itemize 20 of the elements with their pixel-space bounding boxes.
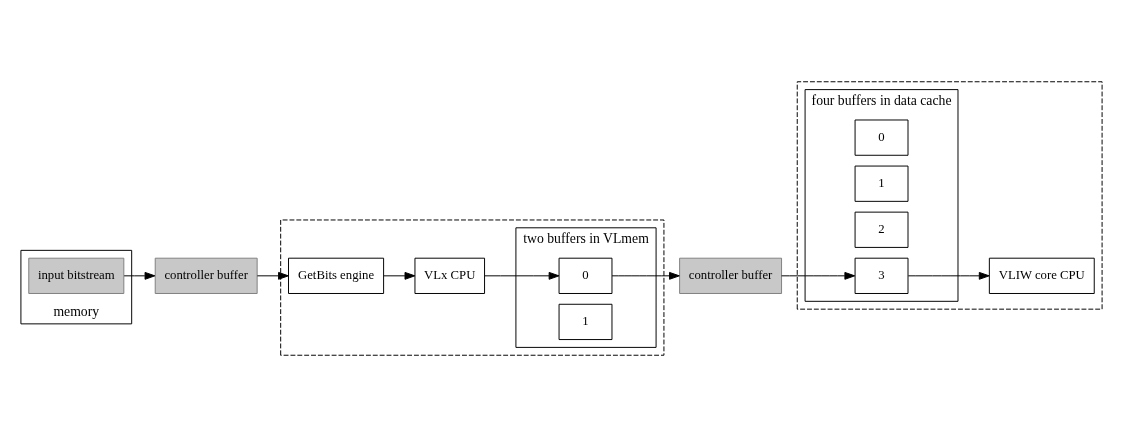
arrow [907,271,990,280]
node-box: 3 [854,257,909,294]
node-box: GetBits engine [288,257,385,294]
arrow [256,271,289,280]
node-box: input bitstream [28,257,125,294]
node-box: controller buffer [154,257,258,294]
node-box: VLIW core CPU [988,257,1095,294]
node-box: 1 [558,303,613,340]
cluster [796,80,1103,310]
node-box: 2 [854,211,909,248]
arrow [484,271,560,280]
node-box: 0 [558,257,613,294]
arrow [781,271,856,280]
node-box: VLx CPU [414,257,486,294]
node-box: 0 [854,119,909,156]
arrow [383,271,416,280]
arrow [123,271,156,280]
node-box: 1 [854,165,909,202]
node-box: controller buffer [679,257,783,294]
arrow [611,271,680,280]
